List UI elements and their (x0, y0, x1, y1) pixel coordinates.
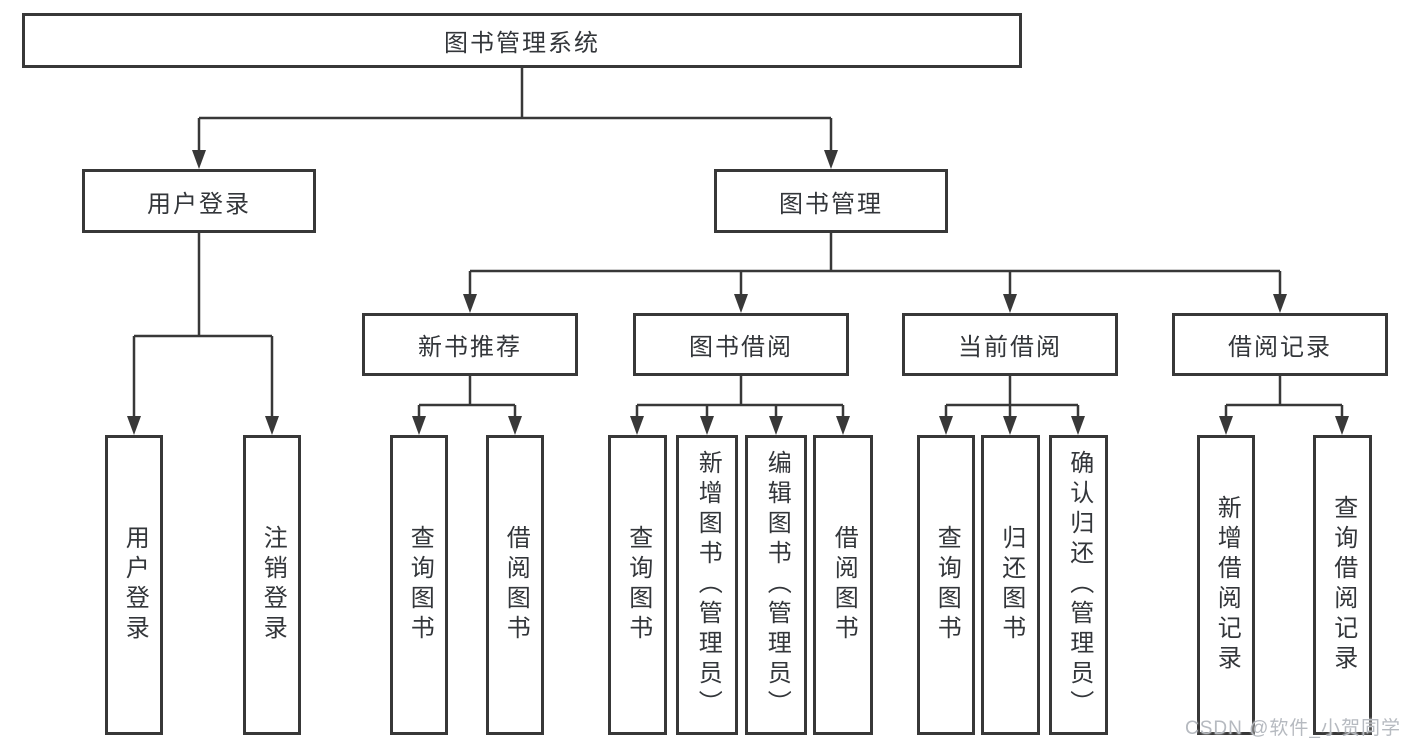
node-new-book-recommend: 新书推荐 (362, 313, 578, 376)
node-book-management: 图书管理 (714, 169, 948, 233)
connector-bookborrow-children (630, 376, 850, 435)
node-label: 查询借阅记录 (1329, 495, 1357, 675)
connector-borrowrecord-children (1219, 376, 1349, 435)
node-label: 用户登录 (121, 525, 149, 645)
node-label: 查询图书 (406, 525, 434, 645)
arrowhead (1273, 294, 1287, 313)
leaf-query-books-3: 查询图书 (917, 435, 975, 735)
arrowhead (836, 416, 850, 435)
node-label: 注销登录 (259, 525, 287, 645)
node-label: 图书管理 (779, 190, 883, 218)
arrowhead (1071, 416, 1085, 435)
node-label: 新书推荐 (418, 334, 522, 361)
leaf-edit-book-admin: 编辑图书（管理员） (745, 435, 807, 735)
leaf-borrow-books-1: 借阅图书 (486, 435, 544, 735)
connector-currentborrow-children (939, 376, 1085, 435)
node-book-borrow: 图书借阅 (633, 313, 849, 376)
connector-newbook-children (412, 376, 522, 435)
arrowhead (463, 294, 477, 313)
node-label: 借阅图书 (502, 525, 530, 645)
arrowhead (824, 150, 838, 169)
leaf-query-borrow-record: 查询借阅记录 (1313, 435, 1372, 735)
node-label: 确认归还（管理员） (1065, 450, 1093, 720)
connector-root-to-level2 (192, 68, 838, 169)
node-label: 查询图书 (933, 525, 961, 645)
arrowhead (1003, 294, 1017, 313)
arrowhead (1219, 416, 1233, 435)
node-label: 借阅记录 (1228, 334, 1332, 361)
arrowhead (1335, 416, 1349, 435)
node-user-login: 用户登录 (82, 169, 316, 233)
leaf-query-books-2: 查询图书 (608, 435, 667, 735)
node-label: 借阅图书 (830, 525, 858, 645)
node-current-borrow: 当前借阅 (902, 313, 1118, 376)
leaf-query-books-1: 查询图书 (390, 435, 448, 735)
leaf-user-login: 用户登录 (105, 435, 163, 735)
node-label: 新增图书（管理员） (694, 450, 722, 720)
node-label: 图书管理系统 (444, 30, 600, 57)
arrowhead (939, 416, 953, 435)
leaf-borrow-books-2: 借阅图书 (813, 435, 873, 735)
arrowhead (412, 416, 426, 435)
arrowhead (630, 416, 644, 435)
node-label: 编辑图书（管理员） (763, 450, 791, 720)
node-label: 用户登录 (147, 190, 251, 218)
leaf-logout: 注销登录 (243, 435, 301, 735)
arrowhead (127, 416, 141, 435)
node-library-management-system: 图书管理系统 (22, 13, 1022, 68)
arrowhead (192, 150, 206, 169)
watermark: CSDN @软件_小贺同学 (1185, 718, 1401, 739)
connector-bookmgmt-children (463, 232, 1287, 313)
node-label: 新增借阅记录 (1213, 495, 1241, 675)
arrowhead (769, 416, 783, 435)
arrowhead (508, 416, 522, 435)
arrowhead (734, 294, 748, 313)
arrowhead (1003, 416, 1017, 435)
node-borrow-records: 借阅记录 (1172, 313, 1388, 376)
arrowhead (700, 416, 714, 435)
node-label: 图书借阅 (689, 334, 793, 361)
node-label: 归还图书 (997, 525, 1025, 645)
leaf-add-book-admin: 新增图书（管理员） (676, 435, 738, 735)
leaf-return-book: 归还图书 (981, 435, 1040, 735)
connector-userlogin-children (127, 232, 279, 435)
leaf-add-borrow-record: 新增借阅记录 (1197, 435, 1255, 735)
arrowhead (265, 416, 279, 435)
leaf-confirm-return-admin: 确认归还（管理员） (1049, 435, 1108, 735)
node-label: 查询图书 (624, 525, 652, 645)
node-label: 当前借阅 (958, 334, 1062, 361)
